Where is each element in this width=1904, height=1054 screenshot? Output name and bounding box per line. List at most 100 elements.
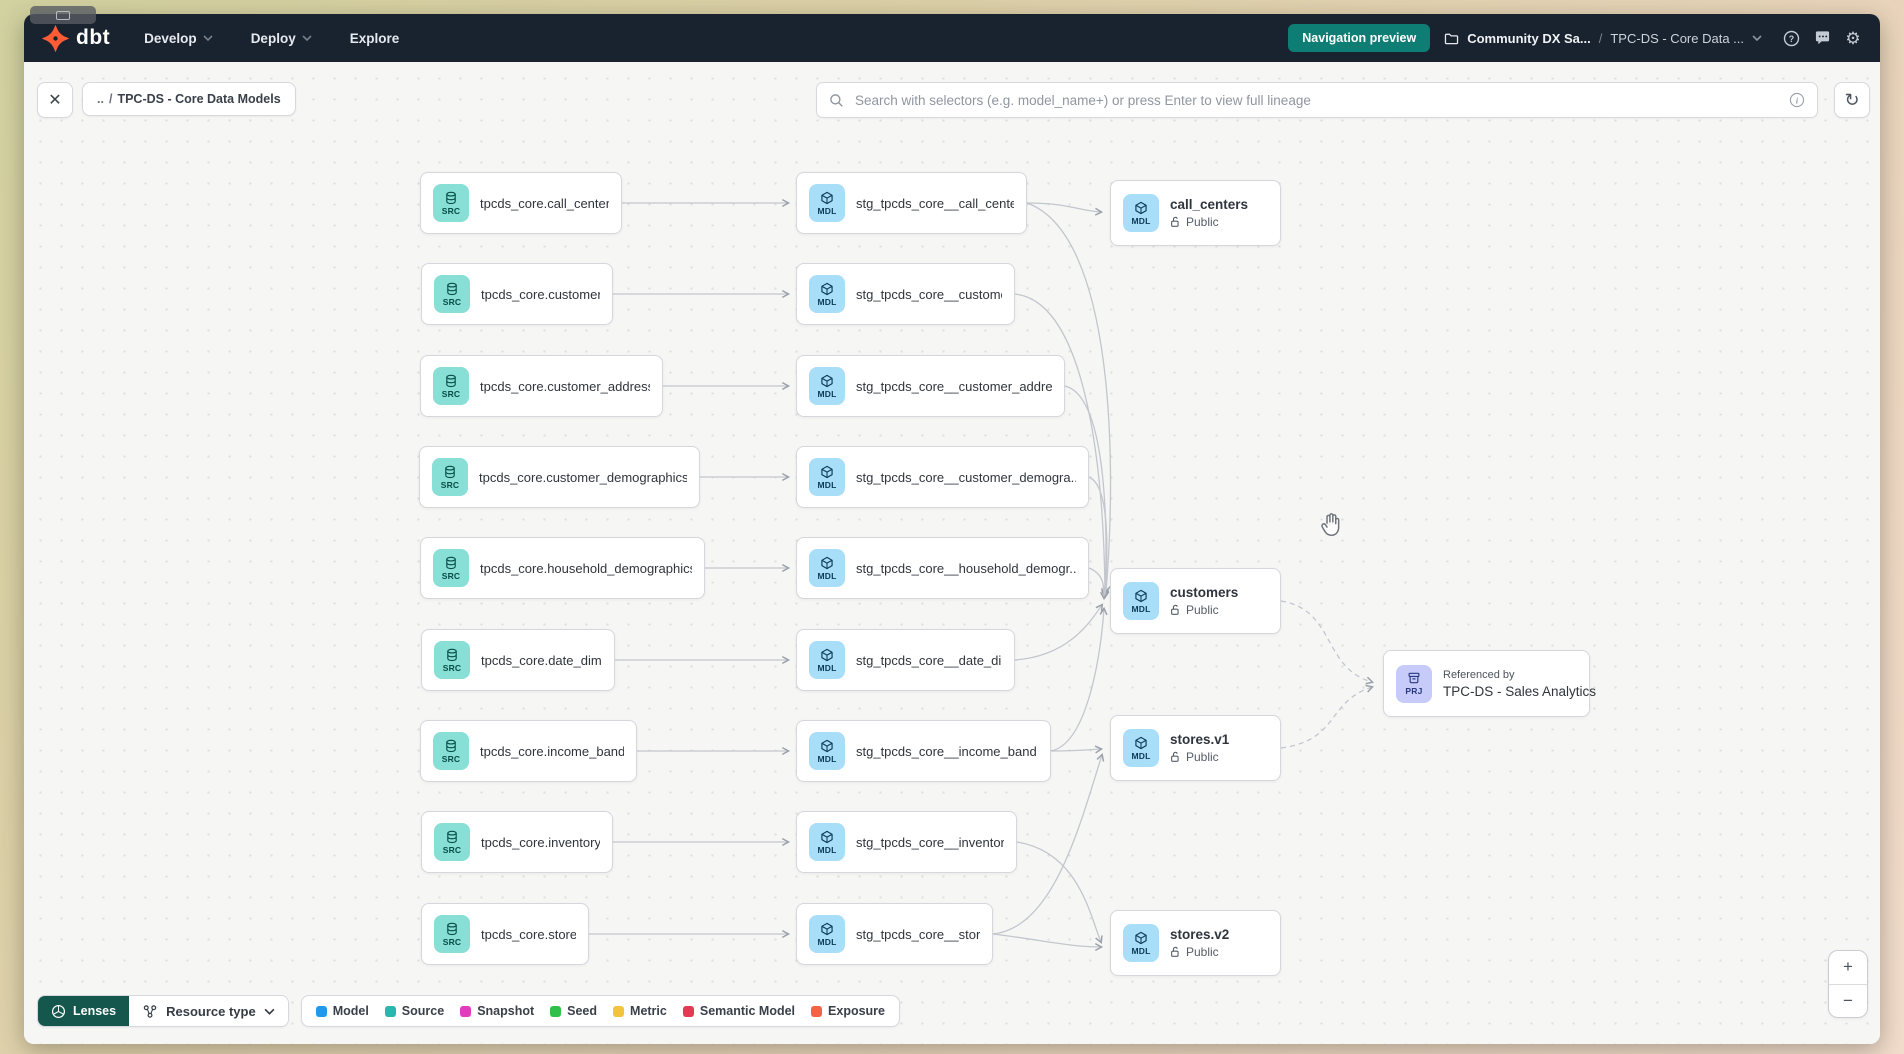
lock-open-icon	[1171, 751, 1179, 762]
model-badge: MDL	[809, 275, 845, 313]
node-label: stg_tpcds_core__store	[856, 926, 980, 942]
node-label: stg_tpcds_core__date_dim	[856, 652, 1002, 668]
lens-icon	[51, 1004, 66, 1018]
model-badge: MDL	[1123, 924, 1159, 962]
badge-label: MDL	[1131, 215, 1151, 226]
legend-swatch	[460, 1005, 472, 1017]
graph-node-stg-customer[interactable]: MDL stg_tpcds_core__customer	[796, 263, 1015, 325]
cube-icon	[1135, 736, 1147, 749]
model-badge: MDL	[809, 823, 845, 861]
cross-project-edge	[1280, 684, 1375, 749]
resource-type-icon	[143, 1004, 157, 1018]
model-badge: MDL	[1123, 194, 1159, 232]
resource-type-dropdown[interactable]: Resource type	[129, 996, 288, 1026]
graph-node-stg-store[interactable]: MDL stg_tpcds_core__store	[796, 903, 993, 965]
badge-label: SRC	[442, 844, 462, 855]
database-icon	[447, 648, 457, 661]
node-label: stg_tpcds_core__inventory	[856, 834, 1004, 850]
lineage-edge	[1050, 606, 1108, 752]
referenced-by-label: Referenced by	[1443, 668, 1515, 681]
public-label: Public	[1186, 603, 1219, 617]
badge-label: SRC	[442, 296, 462, 307]
badge-label: SRC	[440, 479, 460, 490]
lineage-edge	[1026, 202, 1112, 595]
lineage-breadcrumb-chip[interactable]: .. / TPC-DS - Core Data Models	[82, 82, 296, 116]
badge-label: SRC	[442, 662, 462, 673]
legend-item-snapshot: Snapshot	[460, 1004, 534, 1018]
lineage-edge	[1026, 202, 1104, 216]
lineage-edge	[992, 752, 1105, 935]
breadcrumb-page[interactable]: TPC-DS - Core Data ...	[1610, 30, 1744, 46]
lineage-edge	[1014, 293, 1110, 597]
lineage-edge	[1088, 476, 1110, 600]
refresh-button[interactable]: ↻	[1834, 82, 1870, 118]
badge-label: MDL	[817, 662, 837, 673]
chevron-down-icon[interactable]	[1752, 35, 1762, 41]
svg-text:?: ?	[1788, 33, 1793, 43]
node-label: tpcds_core.customer_address	[480, 378, 650, 394]
graph-node-stg-date-dim[interactable]: MDL stg_tpcds_core__date_dim	[796, 629, 1015, 691]
gear-icon[interactable]: ⚙	[1845, 28, 1861, 48]
cube-icon	[821, 830, 833, 843]
cube-icon	[821, 648, 833, 661]
lenses-button[interactable]: Lenses	[38, 996, 130, 1026]
navigation-preview-button[interactable]: Navigation preview	[1288, 24, 1431, 52]
source-badge: SRC	[432, 458, 468, 496]
graph-node-stg-inventory[interactable]: MDL stg_tpcds_core__inventory	[796, 811, 1017, 873]
nav-item-explore[interactable]: Explore	[349, 30, 400, 46]
source-badge: SRC	[434, 915, 470, 953]
info-icon[interactable]: i	[1789, 92, 1805, 108]
node-label: tpcds_core.income_band	[480, 743, 624, 759]
public-label: Public	[1186, 750, 1219, 764]
badge-label: MDL	[817, 388, 837, 399]
badge-label: MDL	[817, 936, 837, 947]
divider	[1829, 983, 1867, 985]
dbt-logo-icon	[42, 24, 69, 52]
source-badge: SRC	[434, 275, 470, 313]
feedback-icon[interactable]	[1813, 29, 1831, 47]
zoom-in-button[interactable]: +	[1829, 951, 1867, 984]
public-label: Public	[1186, 945, 1219, 959]
lock-open-icon	[1171, 946, 1179, 957]
badge-label: MDL	[1131, 603, 1151, 614]
help-icon[interactable]: ?	[1782, 29, 1800, 47]
nav-item-develop[interactable]: Develop	[144, 31, 213, 46]
dbt-logo[interactable]: dbt	[42, 24, 110, 52]
node-label: stg_tpcds_core__customer	[856, 286, 1002, 302]
nav-item-deploy[interactable]: Deploy	[251, 31, 312, 46]
lineage-edge	[1064, 385, 1110, 599]
legend-swatch	[315, 1005, 327, 1017]
cube-icon	[1135, 931, 1147, 944]
zoom-out-button[interactable]: −	[1829, 985, 1867, 1018]
search-input[interactable]	[853, 91, 1780, 109]
node-label: stg_tpcds_core__household_demogr...	[856, 560, 1076, 576]
breadcrumb-project[interactable]: Community DX Sa...	[1467, 30, 1591, 46]
lineage-canvas[interactable]: ✕ .. / TPC-DS - Core Data Models i ↻ SRC…	[24, 62, 1880, 1044]
close-button[interactable]: ✕	[37, 82, 73, 118]
badge-label: PRJ	[1405, 686, 1423, 696]
database-icon	[447, 922, 457, 935]
